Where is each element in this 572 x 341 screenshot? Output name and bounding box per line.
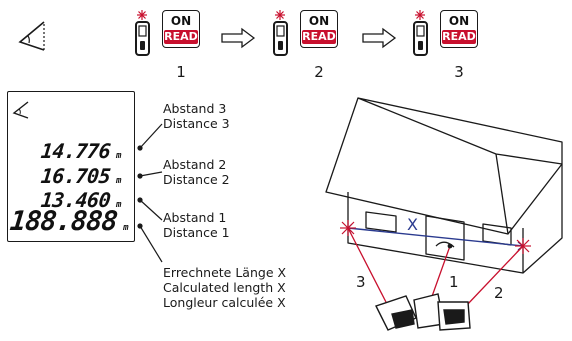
device-icon [273, 10, 288, 56]
on-read-button[interactable]: ON READ [162, 10, 200, 48]
read-label: READ [442, 30, 476, 44]
callout-distance-2: Abstand 2 Distance 2 [163, 157, 230, 187]
triangle-mode-icon [18, 21, 45, 51]
on-read-button[interactable]: ON READ [300, 10, 338, 48]
display-row: 14.776 m [30, 139, 128, 163]
on-label: ON [448, 14, 470, 28]
display-row: 16.705 m [30, 164, 128, 188]
display-unit: m [116, 200, 121, 210]
callout-line: Errechnete Länge X [163, 265, 287, 280]
on-label: ON [170, 14, 192, 28]
callout-distance-3: Abstand 3 Distance 3 [163, 101, 230, 131]
laser-distance-label-1: 1 [449, 273, 459, 291]
step-number: 3 [454, 63, 464, 81]
callout-leaders [137, 123, 163, 263]
step-number: 1 [176, 63, 186, 81]
calculated-length-label: X [407, 215, 418, 234]
callout-line: Longleur calculée X [163, 295, 286, 310]
lcd-display: 14.776 m 16.705 m 13.460 m 188.888 m [7, 91, 135, 242]
callout-line: Distance 2 [163, 172, 230, 187]
read-label: READ [302, 30, 336, 44]
display-row: 188.888 m [9, 206, 129, 237]
on-label: ON [308, 14, 330, 28]
step-number: 2 [314, 63, 324, 81]
triangle-mode-icon [12, 101, 29, 119]
display-unit: m [116, 151, 121, 161]
callout-distance-1: Abstand 1 Distance 1 [163, 210, 230, 240]
callout-calculated-length: Errechnete Länge X Calculated length X L… [163, 265, 286, 310]
callout-line: Abstand 2 [163, 157, 227, 172]
laser-star-icon [340, 220, 531, 254]
display-unit: m [116, 176, 121, 186]
device-icon [413, 10, 428, 56]
display-unit: m [123, 223, 128, 233]
callout-line: Abstand 1 [163, 210, 227, 225]
house-illustration [325, 97, 563, 331]
read-label: READ [164, 30, 198, 44]
display-value: 14.776 [39, 139, 112, 163]
callout-line: Calculated length X [163, 280, 286, 295]
display-value: 16.705 [39, 164, 112, 188]
callout-line: Distance 3 [163, 116, 230, 131]
callout-line: Abstand 3 [163, 101, 227, 116]
laser-distance-label-3: 3 [356, 273, 366, 291]
on-read-button[interactable]: ON READ [440, 10, 478, 48]
arrow-right-icon [221, 27, 256, 49]
callout-line: Distance 1 [163, 225, 230, 240]
display-value: 188.888 [8, 206, 119, 237]
device-icon [135, 10, 150, 56]
laser-distance-label-2: 2 [494, 284, 504, 302]
display-row: 13.460 m [30, 188, 128, 212]
arrow-right-icon [362, 27, 397, 49]
